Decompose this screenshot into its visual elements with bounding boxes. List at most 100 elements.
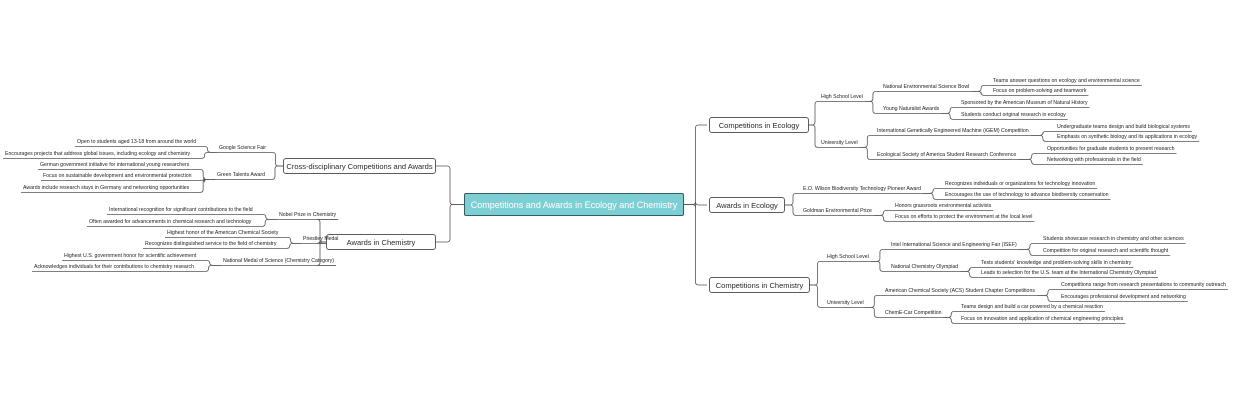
- leaf-ynaw-1: Sponsored by the American Museum of Natu…: [961, 100, 1088, 106]
- connector: [191, 169, 215, 180]
- leaf-green-3: Awards include research stays in Germany…: [23, 185, 190, 191]
- connector: [254, 214, 277, 220]
- leaf-google-1: Open to students aged 13-18 from around …: [77, 139, 197, 145]
- connector: [1030, 135, 1055, 142]
- node-google-science-fair[interactable]: Google Science Fair: [219, 145, 266, 151]
- node-eco-high-school-level[interactable]: High School Level: [821, 94, 863, 100]
- connector: [684, 124, 707, 205]
- leaf-nco-2: Leads to selection for the U.S. team at …: [981, 270, 1157, 276]
- leaf-nesb-1: Teams answer questions on ecology and en…: [993, 78, 1140, 84]
- node-chemecar[interactable]: ChemE-Car Competition: [885, 310, 942, 316]
- connector: [1018, 249, 1041, 256]
- node-chemistry-olympiad[interactable]: National Chemistry Olympiad: [891, 264, 959, 270]
- node-green-talents-award[interactable]: Green Talents Award: [217, 172, 265, 178]
- connector: [253, 219, 277, 227]
- connector: [196, 265, 221, 272]
- node-young-naturalist-awards[interactable]: Young Naturalist Awards: [883, 106, 940, 112]
- connector: [923, 188, 943, 194]
- leaf-nms-1: Highest U.S. government honor for scient…: [64, 253, 197, 259]
- connector: [859, 147, 875, 160]
- node-chem-high-school-level[interactable]: High School Level: [827, 254, 869, 260]
- leaf-chemecar-1: Teams design and build a car powered by …: [961, 304, 1103, 310]
- node-nesb[interactable]: National Environmental Science Bowl: [883, 84, 970, 90]
- node-acs-competitions[interactable]: American Chemical Society (ACS) Student …: [885, 288, 1035, 294]
- leaf-esa-1: Opportunities for graduate students to p…: [1047, 146, 1175, 152]
- leaf-wilson-2: Encourages the use of technology to adva…: [945, 192, 1109, 198]
- branch-competitions-in-ecology[interactable]: Competitions in Ecology: [709, 117, 809, 133]
- connector: [785, 193, 801, 206]
- branch-awards-in-chemistry[interactable]: Awards in Chemistry: [326, 234, 436, 250]
- branch-competitions-in-chemistry[interactable]: Competitions in Chemistry: [709, 277, 810, 293]
- connector: [865, 295, 883, 308]
- node-igem[interactable]: International Genetically Engineered Mac…: [877, 128, 1029, 134]
- node-isef[interactable]: Intel International Science and Engineer…: [891, 242, 1017, 248]
- connector: [864, 91, 881, 102]
- leaf-google-2: Encourages projects that address global …: [5, 151, 191, 157]
- connector: [1030, 131, 1055, 136]
- branch-cross-disciplinary[interactable]: Cross-disciplinary Competitions and Awar…: [283, 158, 436, 174]
- connector: [280, 237, 301, 244]
- leaf-isef-2: Competition for original research and sc…: [1043, 248, 1169, 254]
- connector: [316, 241, 336, 266]
- connector: [266, 165, 283, 180]
- node-wilson-award[interactable]: E.O. Wilson Biodiversity Technology Pion…: [803, 186, 922, 192]
- leaf-nobel-2: Often awarded for advancements in chemic…: [89, 219, 252, 225]
- connector: [809, 101, 819, 126]
- connector: [436, 165, 464, 205]
- leaf-chemecar-2: Focus on innovation and application of c…: [961, 316, 1124, 322]
- connector: [941, 107, 959, 114]
- connector: [865, 307, 883, 318]
- connector: [810, 284, 825, 308]
- connector: [870, 249, 889, 262]
- connector: [941, 113, 959, 120]
- connector: [873, 210, 893, 216]
- connector: [785, 204, 801, 216]
- connector: [960, 271, 979, 278]
- leaf-wilson-1: Recognizes individuals or organizations …: [945, 181, 1096, 187]
- leaf-isef-1: Students showcase research in chemistry …: [1043, 236, 1184, 242]
- connector: [943, 311, 959, 318]
- leaf-green-2: Focus on sustainable development and env…: [43, 173, 192, 179]
- connector: [810, 261, 825, 286]
- connector: [198, 146, 217, 153]
- connector: [809, 124, 819, 148]
- connector: [971, 85, 991, 92]
- connector: [192, 152, 217, 159]
- connector: [198, 260, 221, 266]
- connector: [1036, 289, 1059, 296]
- node-nobel-prize-chemistry[interactable]: Nobel Prize in Chemistry: [279, 212, 337, 218]
- connector: [960, 267, 979, 272]
- leaf-green-1: German government initiative for interna…: [40, 162, 190, 168]
- node-national-medal-science[interactable]: National Medal of Science (Chemistry Cat…: [223, 258, 334, 264]
- connector: [436, 204, 464, 243]
- leaf-acs-1: Competitions range from research present…: [1061, 282, 1226, 288]
- leaf-igem-2: Emphasis on synthetic biology and its ap…: [1057, 134, 1198, 140]
- node-eco-university-level[interactable]: University Level: [821, 140, 858, 146]
- root-node[interactable]: Competitions and Awards in Ecology and C…: [464, 193, 684, 216]
- connector: [1018, 159, 1045, 165]
- leaf-igem-1: Undergraduate teams design and build bio…: [1057, 124, 1190, 130]
- connector: [1036, 295, 1059, 302]
- connector: [278, 243, 301, 249]
- leaf-goldman-2: Focus on efforts to protect the environm…: [895, 214, 1033, 220]
- connector: [943, 317, 959, 324]
- leaf-nesb-2: Focus on problem-solving and teamwork: [993, 88, 1087, 94]
- leaf-goldman-1: Honors grassroots environmental activist…: [895, 203, 992, 209]
- connector: [864, 101, 881, 114]
- leaf-ynaw-2: Students conduct original research in ec…: [961, 112, 1066, 118]
- connector: [1018, 243, 1041, 250]
- connector: [870, 261, 889, 272]
- connector: [873, 215, 893, 222]
- connector: [1018, 153, 1045, 160]
- node-goldman-prize[interactable]: Goldman Environmental Prize: [803, 208, 872, 214]
- connector: [971, 91, 991, 96]
- branch-awards-in-ecology[interactable]: Awards in Ecology: [709, 197, 785, 213]
- node-chem-university-level[interactable]: University Level: [827, 300, 864, 306]
- connector: [859, 135, 875, 148]
- node-priestley-medal[interactable]: Priestley Medal: [303, 236, 339, 242]
- connector: [684, 204, 707, 286]
- leaf-esa-2: Networking with professionals in the fie…: [1047, 157, 1141, 163]
- node-esa-conference[interactable]: Ecological Society of America Student Re…: [877, 152, 1017, 158]
